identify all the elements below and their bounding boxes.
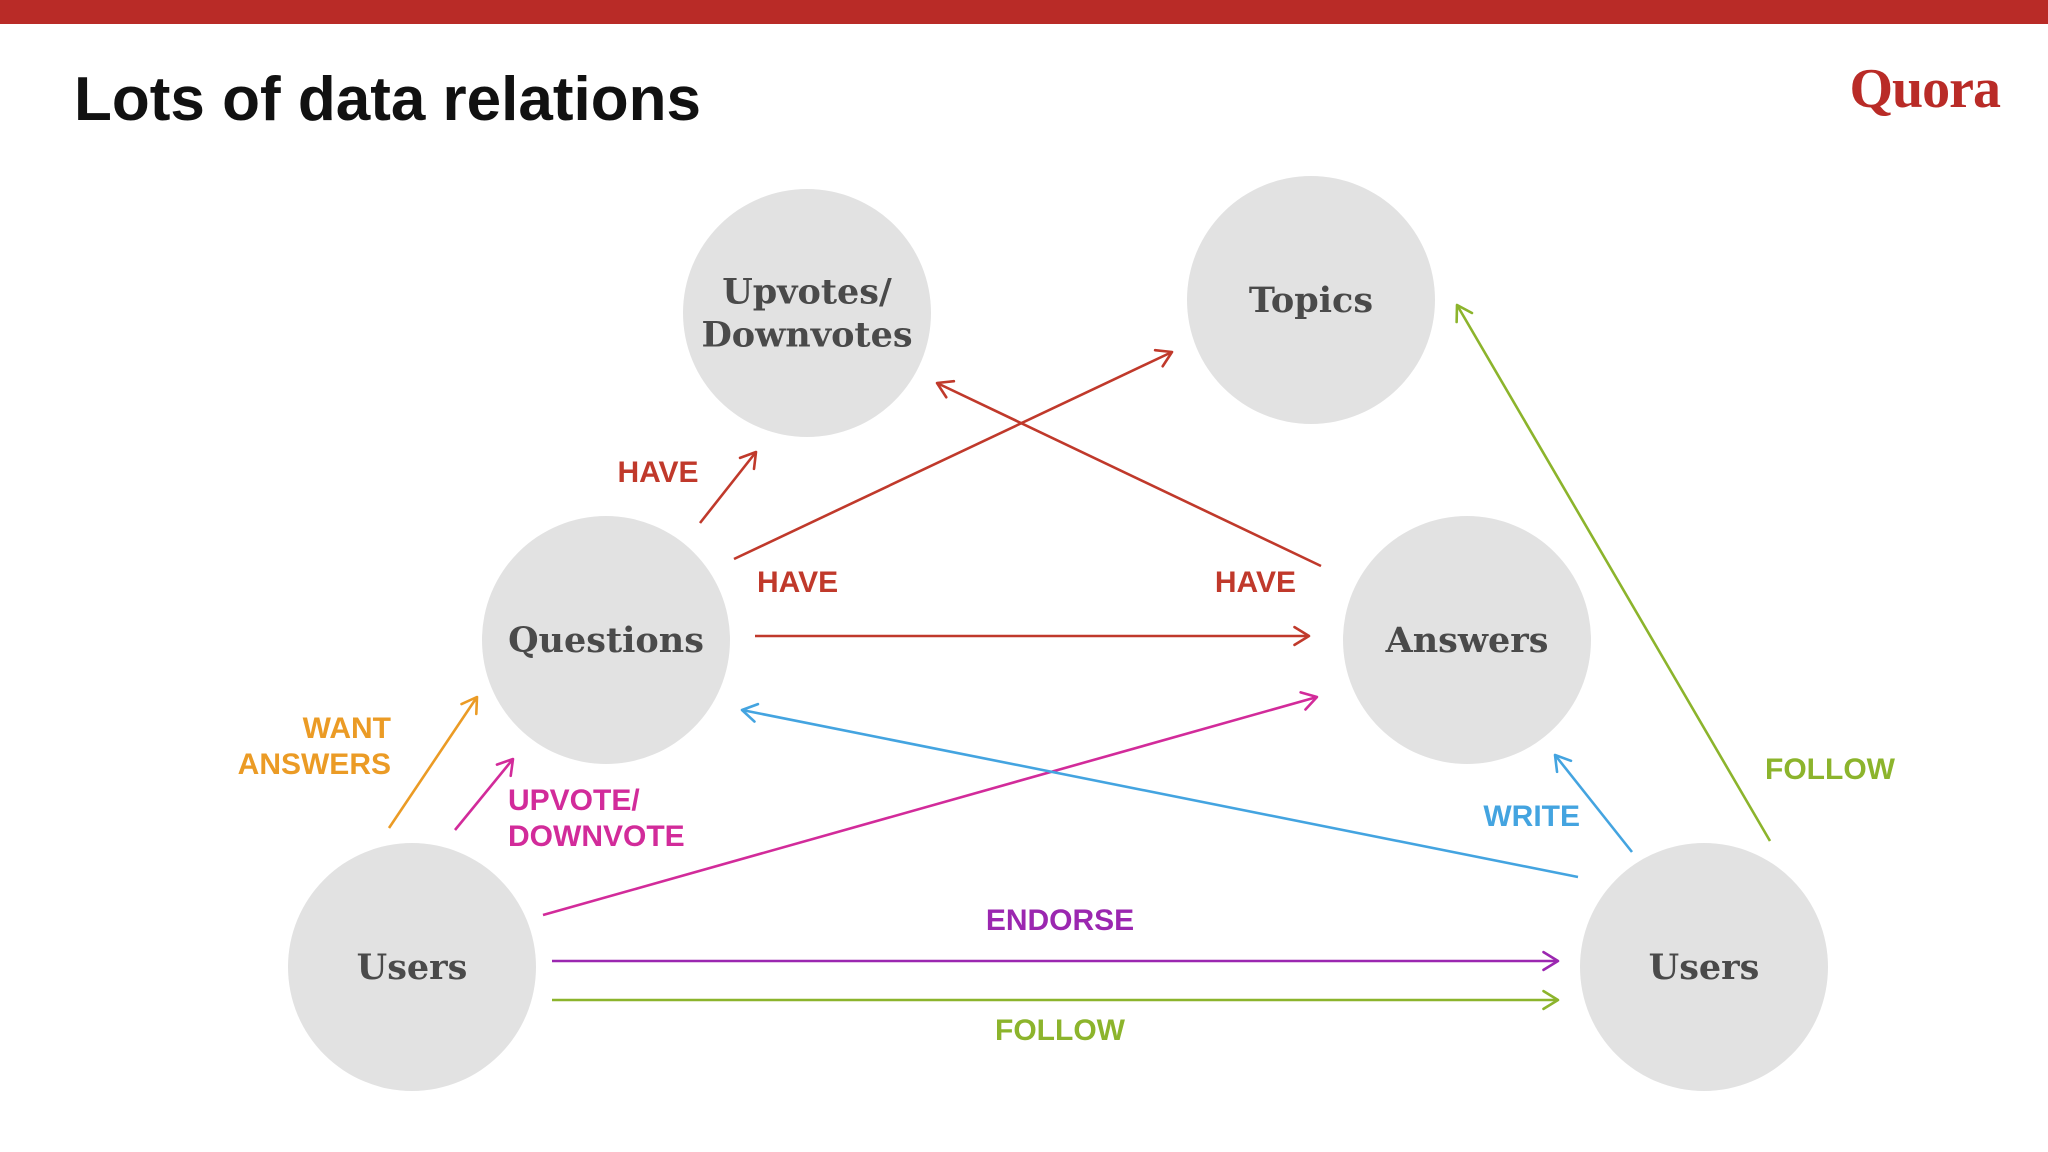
node-label: Users xyxy=(1649,947,1760,988)
arrowhead xyxy=(1299,691,1319,711)
edge-label-have-questions-answers: HAVE xyxy=(757,566,838,599)
node-label: Downvotes xyxy=(701,315,912,356)
node-circle xyxy=(1580,843,1828,1091)
node-circle xyxy=(683,189,931,437)
edge-users-upvote-answers xyxy=(542,691,1319,917)
edge-label-text: HAVE xyxy=(1215,566,1296,599)
edge-label-have-upvotes: HAVE xyxy=(617,456,698,489)
arrowhead xyxy=(460,695,479,716)
arrowhead xyxy=(935,379,956,399)
node-answers: Answers xyxy=(1343,516,1591,764)
edge-label-text: HAVE xyxy=(617,456,698,489)
edge-users-follow-topics xyxy=(1455,303,1772,842)
edge-questions-have-topics xyxy=(733,348,1174,561)
edge-label-upvote-downvote: UPVOTE/DOWNVOTE xyxy=(508,784,685,853)
node-label: Questions xyxy=(508,620,704,661)
arrowhead xyxy=(1542,950,1560,972)
edge-label-have-answers-upvotes: HAVE xyxy=(1215,566,1296,599)
node-users-left: Users xyxy=(288,843,536,1091)
node-label: Topics xyxy=(1249,280,1373,321)
edge-label-text: HAVE xyxy=(757,566,838,599)
node-label: Upvotes/ xyxy=(722,272,892,313)
edge-users-write-answers xyxy=(1553,753,1634,853)
edge-label-text: FOLLOW xyxy=(1765,753,1896,786)
node-questions: Questions xyxy=(482,516,730,764)
edge-label-endorse: ENDORSE xyxy=(986,904,1134,937)
edge-users-endorse-users xyxy=(552,950,1560,972)
arrowhead xyxy=(738,450,758,471)
quora-logo: Quora xyxy=(1849,58,2001,120)
edge-label-text: WANT xyxy=(303,712,391,745)
edge-answers-have-upvotes xyxy=(935,379,1322,568)
edge-label-text: DOWNVOTE xyxy=(508,820,685,853)
edge-questions-have-upvotes xyxy=(698,450,758,524)
edge-line xyxy=(453,758,515,831)
edge-label-text: FOLLOW xyxy=(995,1014,1126,1047)
node-circle xyxy=(1187,176,1435,424)
edge-line xyxy=(542,695,1318,917)
edge-line xyxy=(741,708,1579,879)
edge-line xyxy=(698,451,758,524)
arrowhead xyxy=(1553,753,1573,774)
top-accent-bar xyxy=(0,0,2048,24)
edge-label-follow-users: FOLLOW xyxy=(995,1014,1126,1047)
node-circle xyxy=(288,843,536,1091)
edge-users-write-questions xyxy=(740,702,1579,879)
arrowhead xyxy=(1455,303,1474,324)
edge-line xyxy=(387,696,479,829)
edge-users-follow-users xyxy=(552,989,1560,1011)
node-topics: Topics xyxy=(1187,176,1435,424)
arrowhead xyxy=(1153,348,1174,368)
node-circle xyxy=(1343,516,1591,764)
node-label: Answers xyxy=(1385,620,1549,661)
arrowhead xyxy=(495,757,515,778)
slide-title: Lots of data relations xyxy=(74,65,701,134)
edge-label-text: ANSWERS xyxy=(238,748,391,781)
arrowhead xyxy=(1542,989,1560,1011)
node-label: Users xyxy=(357,947,468,988)
edge-label-text: UPVOTE/ xyxy=(508,784,640,817)
edges-layer xyxy=(387,303,1772,1011)
edge-users-upvote-questions xyxy=(453,757,515,831)
edge-label-follow-topics: FOLLOW xyxy=(1765,753,1896,786)
edge-label-text: WRITE xyxy=(1483,800,1580,833)
edge-label-write: WRITE xyxy=(1483,800,1580,833)
node-users-right: Users xyxy=(1580,843,1828,1091)
node-upvotes: Upvotes/Downvotes xyxy=(683,189,931,437)
edge-line xyxy=(936,381,1322,568)
arrowhead xyxy=(1293,625,1311,647)
node-circle xyxy=(482,516,730,764)
edge-line xyxy=(1553,754,1634,853)
arrowhead xyxy=(740,702,760,723)
edge-label-text: ENDORSE xyxy=(986,904,1134,937)
edge-questions-have-answers xyxy=(755,625,1311,647)
edge-users-want-answers xyxy=(387,695,479,829)
edge-line xyxy=(733,350,1173,561)
edge-line xyxy=(1455,304,1772,842)
